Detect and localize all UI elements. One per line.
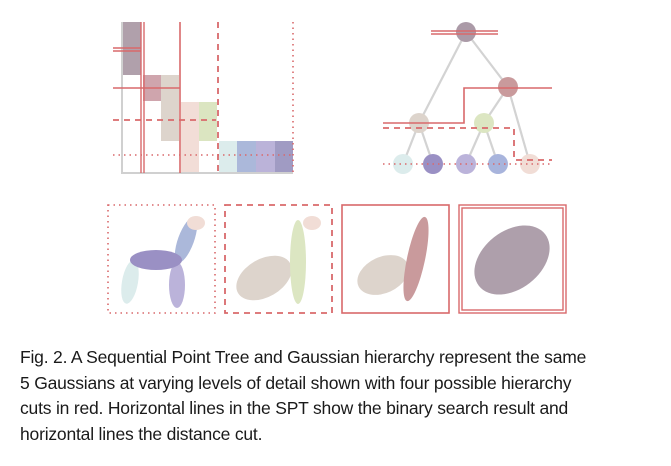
gaussian-lavender — [169, 262, 185, 308]
render-panel-dashed — [224, 204, 333, 314]
spt-cut-dotted — [113, 22, 294, 173]
render-panel-dotted — [107, 204, 216, 314]
spt-node-lavender — [256, 141, 275, 172]
gaussian-beige — [236, 255, 292, 301]
gaussian-beige — [357, 255, 409, 295]
gaussian-pink — [303, 216, 321, 230]
tree-cut-double — [431, 30, 498, 35]
figure-caption: Fig. 2. A Sequential Point Tree and Gaus… — [20, 345, 670, 447]
gaussian-pink — [187, 216, 205, 230]
spt-cut-solid — [113, 22, 181, 173]
caption-line: Fig. 2. A Sequential Point Tree and Gaus… — [20, 347, 587, 367]
gaussian-teal — [121, 260, 139, 304]
tree-cut-dashed — [383, 127, 552, 161]
gaussian-rose — [403, 216, 429, 302]
caption-line: 5 Gaussians at varying levels of detail … — [20, 372, 572, 393]
spt-node-green — [199, 102, 217, 141]
tree-leaf-pink — [520, 154, 540, 174]
spt-cut-dashed — [113, 22, 219, 173]
tree-node-rose — [498, 77, 518, 97]
gaussian-purple — [130, 250, 182, 270]
caption-line: cuts in red. Horizontal lines in the SPT… — [20, 398, 569, 418]
tree-node-root — [456, 22, 476, 42]
spt-node-beige — [161, 75, 179, 141]
render-panel-solid — [341, 204, 450, 314]
tree-leaf-teal — [393, 154, 413, 174]
spt-cut-double — [113, 22, 145, 173]
spt-axes — [121, 22, 293, 174]
gaussian-root — [474, 225, 550, 295]
spt-diagram — [113, 22, 294, 174]
tree-leaf-blue — [488, 154, 508, 174]
gaussian-green — [290, 220, 306, 304]
spt-node-pink — [181, 102, 199, 172]
spt-node-purple — [275, 141, 293, 172]
spt-node-teal — [219, 141, 237, 172]
caption-line: horizontal lines the distance cut. — [20, 423, 263, 444]
spt-node-blue — [237, 141, 256, 172]
tree-edges — [401, 31, 532, 165]
gaussian-hierarchy-tree — [383, 22, 553, 174]
tree-node-green — [474, 113, 494, 133]
tree-cut-solid — [383, 87, 552, 124]
render-panel-double — [458, 204, 567, 314]
